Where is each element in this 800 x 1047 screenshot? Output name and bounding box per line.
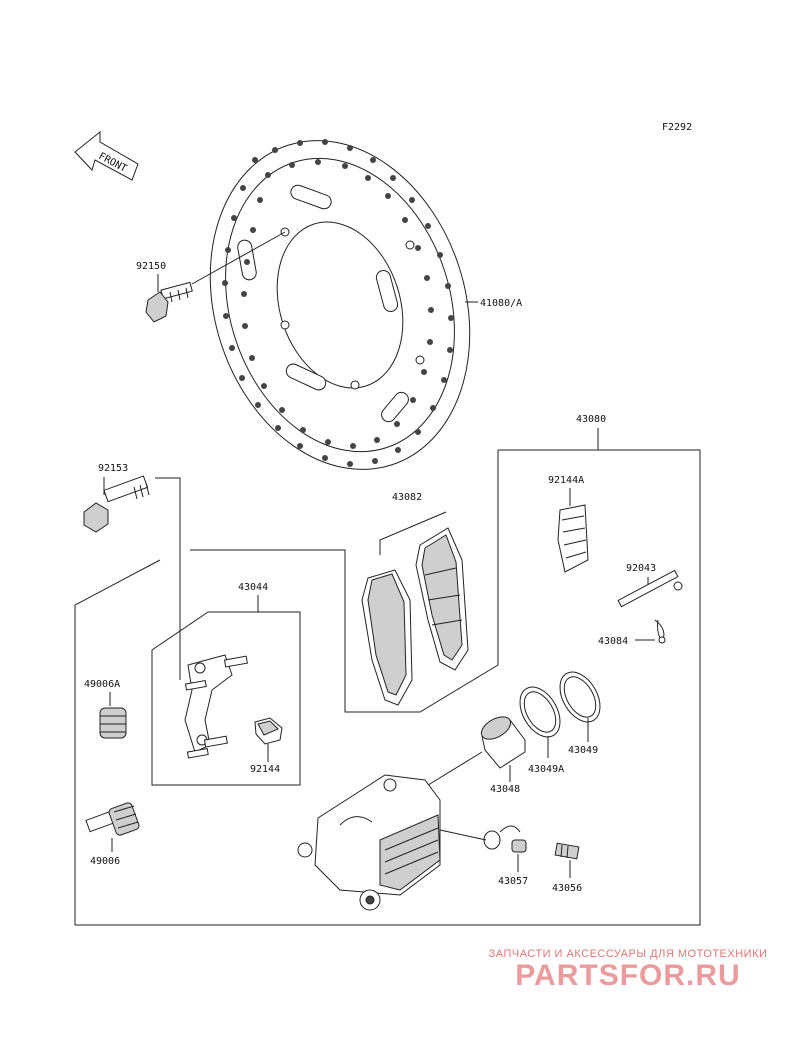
label-41080: 41080/A (480, 298, 522, 309)
caliper-piston (480, 716, 526, 769)
watermark-brand: PARTSFOR.RU (515, 959, 741, 992)
disc-bolt (145, 281, 193, 323)
label-43082: 43082 (392, 492, 422, 503)
bracket-frame (151, 611, 301, 786)
label-43084: 43084 (598, 636, 628, 647)
label-43056: 43056 (552, 883, 582, 894)
label-92144A: 92144A (548, 475, 584, 486)
brake-disc (209, 139, 471, 470)
label-92043: 92043 (626, 563, 656, 574)
front-arrow-icon: FRONT (74, 130, 139, 181)
label-92144: 92144 (250, 764, 280, 775)
pin-clip (654, 619, 666, 644)
bracket-spring (254, 717, 283, 745)
bleeder-valve (554, 842, 580, 860)
label-43057: 43057 (498, 876, 528, 887)
label-92150: 92150 (136, 261, 166, 272)
label-43049A: 43049A (528, 764, 564, 775)
dust-boot (99, 707, 127, 739)
pad-spring (557, 504, 589, 573)
piston-seal-inner (519, 686, 561, 738)
piston-seal-outer (559, 671, 601, 723)
caliper-bracket (184, 654, 248, 759)
brake-pad-inner (361, 569, 413, 706)
label-49006A: 49006A (84, 679, 120, 690)
label-92153: 92153 (98, 463, 128, 474)
brake-pad-outer (415, 527, 469, 671)
caliper-bolt (83, 475, 150, 533)
caliper-body (297, 774, 441, 911)
disc-perforations (222, 139, 454, 467)
slide-pin (85, 802, 140, 836)
bleeder-cap (483, 825, 527, 853)
label-43044: 43044 (238, 582, 268, 593)
figure-code: F2292 (662, 122, 692, 133)
pad-pin (617, 569, 683, 608)
watermark: ЗАПЧАСТИ И АКСЕССУАРЫ ДЛЯ МОТОТЕХНИКИ PA… (470, 948, 786, 992)
label-43049: 43049 (568, 745, 598, 756)
caliper-assembly-frame (74, 449, 701, 926)
label-43080: 43080 (576, 414, 606, 425)
label-49006: 49006 (90, 856, 120, 867)
label-43048: 43048 (490, 784, 520, 795)
watermark-subtitle: ЗАПЧАСТИ И АКСЕССУАРЫ ДЛЯ МОТОТЕХНИКИ (488, 948, 768, 960)
